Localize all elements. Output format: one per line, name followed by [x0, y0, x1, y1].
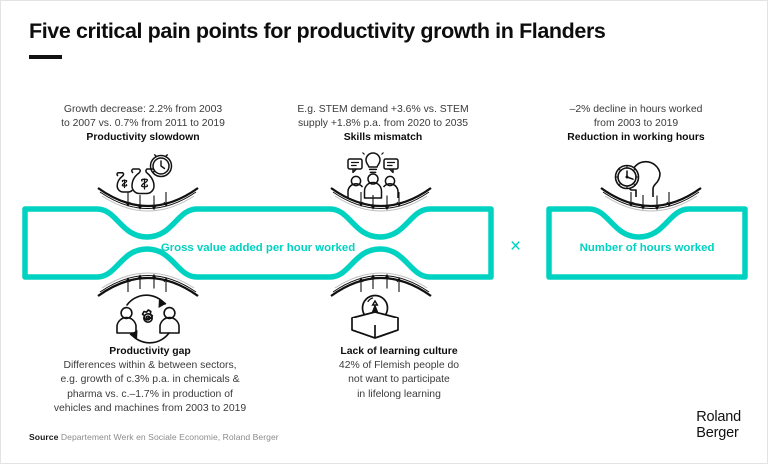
money-bags-clock-icon: [109, 153, 181, 201]
caption-headline: Lack of learning culture: [340, 346, 458, 357]
logo-line-1: Roland: [696, 409, 741, 425]
caption-line: supply +1.8% p.a. from 2020 to 2035: [297, 118, 469, 130]
number-of-hours-bar: [541, 203, 753, 288]
caption-line: 42% of Flemish people do: [338, 360, 460, 372]
caption-line: not want to participate: [348, 374, 450, 386]
caption-headline: Skills mismatch: [343, 132, 423, 144]
caption-line: in lifelong learning: [357, 388, 441, 400]
pressure-arcs-bottom-left: [96, 263, 200, 302]
caption-top-left: Growth decrease: 2.2% from 2003 to 2007 …: [29, 103, 257, 146]
source-label: Source: [29, 432, 59, 442]
caption-line: pharma vs. c.–1.7% in production of: [67, 388, 233, 400]
caption-line: –2% decline in hours worked: [569, 104, 703, 115]
roland-berger-logo: Roland Berger: [696, 409, 741, 441]
people-speech-lightbulb-icon: [342, 151, 404, 204]
caption-headline: Reduction in working hours: [567, 132, 705, 144]
pressure-arcs-top-middle: [329, 187, 433, 226]
caption-line: from 2003 to 2019: [593, 118, 679, 130]
caption-bottom-left: Productivity gap Differences within & be…: [15, 345, 285, 416]
gross-value-added-label: Gross value added per hour worked: [160, 242, 356, 254]
multiply-operator: ×: [510, 236, 522, 257]
caption-headline: Productivity gap: [109, 346, 191, 357]
title-underline-rule: [29, 55, 62, 59]
pressure-arcs-bottom-middle: [329, 263, 433, 302]
caption-line: E.g. STEM demand +3.6% vs. STEM: [297, 104, 469, 115]
caption-line: e.g. growth of c.3% p.a. in chemicals &: [60, 374, 240, 386]
gross-value-added-bar: [17, 203, 499, 288]
book-lightbulb-icon: [346, 292, 404, 345]
people-gear-cycle-icon: [111, 294, 185, 349]
page-title: Five critical pain points for productivi…: [29, 19, 606, 43]
logo-line-2: Berger: [696, 424, 739, 441]
caption-top-right: –2% decline in hours worked from 2003 to…: [521, 103, 751, 146]
head-clock-icon: [612, 154, 674, 203]
caption-bottom-middle: Lack of learning culture 42% of Flemish …: [293, 345, 505, 402]
pressure-arcs-top-left: [96, 187, 200, 226]
number-of-hours-label: Number of hours worked: [579, 242, 715, 254]
caption-top-middle: E.g. STEM demand +3.6% vs. STEM supply +…: [269, 103, 497, 146]
caption-line: to 2007 vs. 0.7% from 2011 to 2019: [61, 118, 225, 130]
pressure-arcs-top-right: [599, 187, 703, 226]
caption-headline: Productivity slowdown: [86, 132, 200, 144]
caption-line: Differences within & between sectors,: [63, 360, 237, 372]
source-text: Departement Werk en Sociale Economie, Ro…: [60, 432, 279, 442]
caption-line: Growth decrease: 2.2% from 2003: [63, 104, 223, 115]
source-note: Source Departement Werk en Sociale Econo…: [29, 432, 279, 442]
caption-line: vehicles and machines from 2003 to 2019: [53, 402, 247, 414]
